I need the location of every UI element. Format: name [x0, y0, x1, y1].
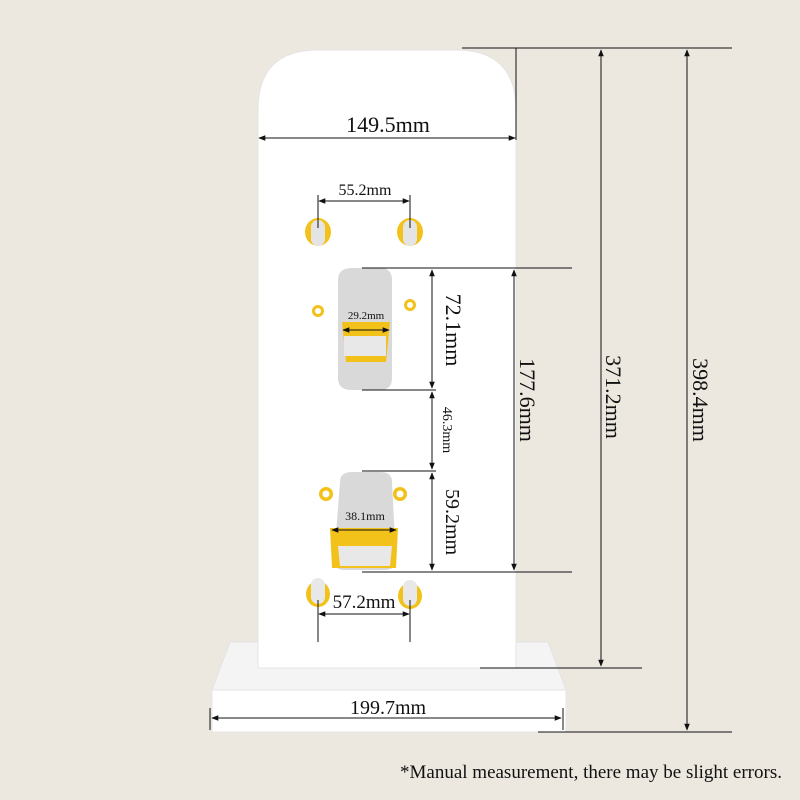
panel-height-label: 371.2mm: [601, 355, 626, 439]
top-screw-holes: [305, 218, 423, 246]
bottom-hole-spacing-label: 57.2mm: [333, 592, 396, 613]
upper-slot-width-label: 29.2mm: [348, 310, 385, 322]
lower-slot-height-label: 59.2mm: [441, 489, 463, 556]
top-left-hole: [305, 218, 331, 246]
measurement-footnote: *Manual measurement, there may be slight…: [400, 762, 782, 783]
top-right-hole: [397, 218, 423, 246]
bottom-left-hole: [306, 578, 330, 607]
total-height-label: 398.4mm: [688, 358, 713, 442]
bottom-right-hole: [398, 580, 422, 609]
bottom-screw-holes: [306, 578, 422, 609]
upper-slot-height-label: 72.1mm: [441, 294, 466, 367]
base-width-label: 199.7mm: [350, 697, 427, 719]
lower-slot: [319, 472, 407, 570]
lower-slot-width-label: 38.1mm: [345, 509, 385, 523]
dimension-lines: [209, 47, 732, 733]
slot-gap-label: 46.3mm: [439, 407, 454, 453]
slot-span-total-label: 177.6mm: [515, 358, 540, 442]
top-width-label: 149.5mm: [346, 112, 430, 137]
top-hole-spacing-label: 55.2mm: [339, 182, 392, 199]
